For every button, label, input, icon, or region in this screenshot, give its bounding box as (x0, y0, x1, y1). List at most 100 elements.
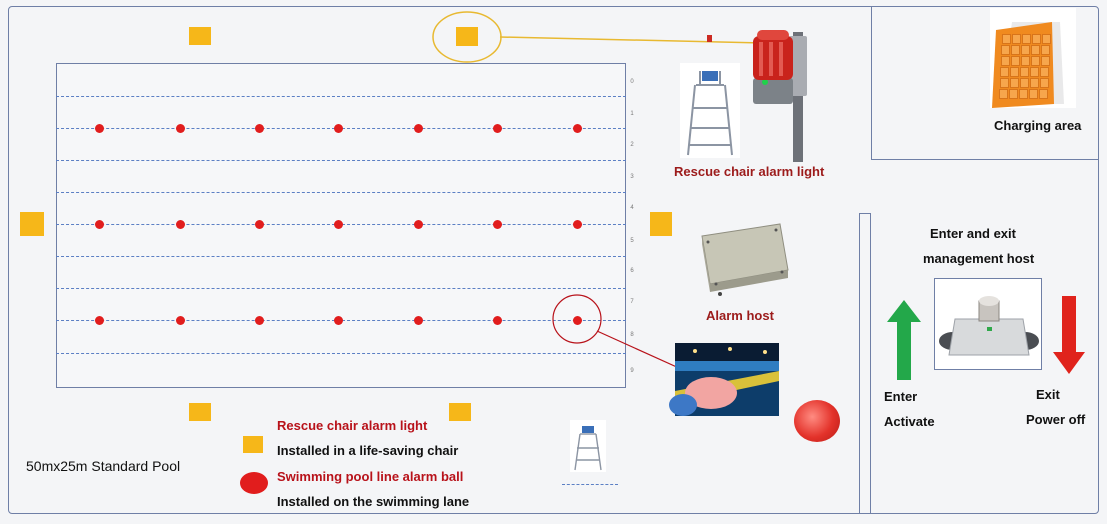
alarm-ball-glow (794, 400, 840, 442)
alarm-ball (254, 315, 264, 325)
charging-slot (1032, 34, 1041, 44)
lane-line (56, 256, 626, 257)
lane-line (56, 353, 626, 354)
rescue-chair-marker (189, 27, 211, 45)
charging-slot (999, 78, 1009, 88)
rescue-chair-marker (20, 212, 44, 236)
entry-zone-divider (859, 213, 871, 514)
power-off-label: Power off (1026, 412, 1086, 427)
lane-number: 1 (630, 111, 634, 117)
activate-label: Activate (884, 414, 935, 429)
alarm-ball (492, 315, 502, 325)
lane-number: 9 (630, 368, 634, 374)
alarm-ball (175, 123, 185, 133)
ball-highlight-circle (552, 294, 602, 344)
entry-exit-host-title-1: Enter and exit (930, 226, 1016, 241)
rescue-chair-marker (650, 212, 672, 236)
alarm-ball (175, 315, 185, 325)
charging-area-box (871, 6, 1099, 160)
alarm-light-photo (707, 30, 807, 162)
exit-label: Exit (1036, 387, 1060, 402)
small-lane-line (562, 484, 618, 485)
alarm-ball (333, 219, 343, 229)
charging-slot (1022, 34, 1031, 44)
alarm-ball (94, 219, 104, 229)
charging-slot (1020, 67, 1030, 77)
alarm-ball (492, 123, 502, 133)
charging-slot (1030, 56, 1040, 66)
alarm-ball (254, 123, 264, 133)
lane-number: 7 (630, 299, 634, 305)
alarm-ball (94, 315, 104, 325)
lane-number: 4 (630, 205, 634, 211)
rescue-chair-alarm-light-caption: Rescue chair alarm light (674, 164, 825, 179)
legend-item1-title: Rescue chair alarm light (277, 418, 428, 433)
pool-lane-ball-photo (669, 343, 779, 416)
charging-slot (1029, 89, 1038, 99)
charging-slot (1010, 67, 1020, 77)
legend-chair-swatch (243, 436, 263, 453)
legend-ball-swatch (240, 472, 268, 494)
entry-exit-host-title-2: management host (923, 251, 1035, 266)
lane-number: 2 (630, 142, 634, 148)
lane-number: 3 (630, 174, 634, 180)
entry-exit-host-photo (934, 278, 1042, 370)
charging-slot (1042, 34, 1051, 44)
alarm-ball (572, 123, 582, 133)
alarm-ball (492, 219, 502, 229)
charging-slot (1021, 45, 1031, 55)
charging-slot (1009, 78, 1019, 88)
charging-slot (1011, 45, 1021, 55)
charging-area-label: Charging area (994, 118, 1082, 133)
alarm-host-caption: Alarm host (706, 308, 774, 323)
charging-slot (1019, 78, 1029, 88)
diagram-frame (8, 6, 1099, 514)
rescue-chair-marker (449, 403, 471, 421)
ball-callout-line (596, 330, 691, 374)
charging-slot (1030, 67, 1040, 77)
charging-slot (1019, 89, 1028, 99)
lane-number: 5 (630, 238, 634, 244)
rescue-chair-marker (456, 27, 478, 46)
alarm-ball (333, 315, 343, 325)
alarm-ball (413, 315, 423, 325)
lane-line (56, 192, 626, 193)
alarm-ball (175, 219, 185, 229)
charging-slot (1000, 56, 1010, 66)
lane-number: 6 (630, 268, 634, 274)
alarm-ball (413, 123, 423, 133)
legend-item2-title: Swimming pool line alarm ball (277, 469, 464, 484)
rescue-chair-marker (189, 403, 211, 421)
lane-line (56, 96, 626, 97)
charging-slot (1001, 45, 1011, 55)
lifeguard-chair-photo (680, 63, 740, 158)
alarm-host-photo (701, 223, 789, 296)
alarm-ball (254, 219, 264, 229)
pool-size-label: 50mx25m Standard Pool (26, 458, 181, 474)
lane-line (56, 160, 626, 161)
legend-item2-desc: Installed on the swimming lane (277, 494, 470, 509)
alarm-ball (572, 219, 582, 229)
alarm-ball (413, 219, 423, 229)
charging-slot (1039, 89, 1048, 99)
lane-line (56, 288, 626, 289)
callout-line (499, 36, 766, 44)
arrow-up-icon (887, 300, 921, 380)
charging-slot (1029, 78, 1039, 88)
small-lifeguard-chair-photo (570, 420, 606, 472)
charging-slot (1039, 78, 1049, 88)
legend-item1-desc: Installed in a life-saving chair (277, 443, 459, 458)
charging-slot (1010, 56, 1020, 66)
charging-slot (1002, 34, 1011, 44)
charging-slot (1012, 34, 1021, 44)
charging-slot (1000, 67, 1010, 77)
charging-slot (1040, 67, 1050, 77)
charging-slot (999, 89, 1008, 99)
alarm-ball (572, 315, 582, 325)
alarm-ball (333, 123, 343, 133)
lane-number: 0 (630, 79, 634, 85)
charging-slot (1020, 56, 1030, 66)
alarm-ball (94, 123, 104, 133)
enter-label: Enter (884, 389, 918, 404)
